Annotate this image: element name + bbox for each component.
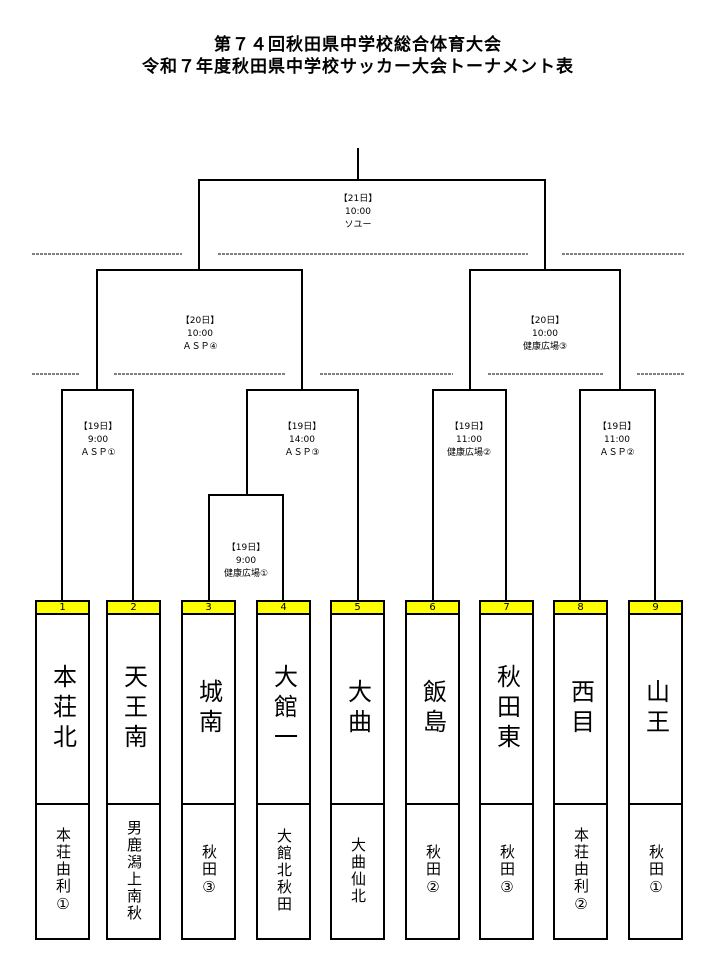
match-venue: ＡＳＰ③ xyxy=(284,448,320,458)
match-venue: 健康広場② xyxy=(446,448,492,458)
team-name: 大館一 xyxy=(269,664,298,754)
team-name: 城南 xyxy=(194,679,223,739)
team-column: 2 天王南男鹿潟上南秋 xyxy=(106,600,161,940)
match-r1-3-info: 【19日】 11:00 健康広場② xyxy=(414,421,524,460)
seed-number: 2 xyxy=(106,600,161,615)
seed-number: 1 xyxy=(35,600,90,615)
match-venue: ＡＳＰ① xyxy=(80,448,116,458)
match-time: 11:00 xyxy=(604,435,630,445)
seed-number: 6 xyxy=(405,600,460,615)
team-column: 3 城南秋田③ xyxy=(181,600,236,940)
team-name: 天王南 xyxy=(119,664,148,754)
match-r1-2-info: 【19日】 14:00 ＡＳＰ③ xyxy=(247,421,357,460)
seed-number: 7 xyxy=(479,600,534,615)
match-final-info: 【21日】 10:00 ソユー xyxy=(303,193,413,232)
match-venue: 健康広場① xyxy=(223,569,269,579)
match-semi-right-info: 【20日】 10:00 健康広場③ xyxy=(490,315,600,354)
team-district: 本荘由利① xyxy=(54,826,72,915)
match-time: 9:00 xyxy=(87,435,109,445)
team-column: 1 本荘北本荘由利① xyxy=(35,600,90,940)
team-name: 大曲 xyxy=(343,679,372,739)
match-date: 【19日】 xyxy=(597,422,637,432)
team-name: 飯島 xyxy=(418,679,447,739)
team-column: 4 大館一大館北秋田 xyxy=(256,600,311,940)
match-semi-left-info: 【20日】 10:00 ＡＳＰ④ xyxy=(145,315,255,354)
match-venue: 健康広場③ xyxy=(522,342,568,352)
seed-number: 5 xyxy=(330,600,385,615)
seed-number: 9 xyxy=(628,600,683,615)
match-date: 【19日】 xyxy=(226,543,266,553)
match-r1-1-info: 【19日】 9:00 ＡＳＰ① xyxy=(43,421,153,460)
team-district: 秋田③ xyxy=(200,843,218,898)
team-column: 9 山王秋田① xyxy=(628,600,683,940)
match-date: 【19日】 xyxy=(282,422,322,432)
match-time: 14:00 xyxy=(289,435,315,445)
match-venue: ＡＳＰ② xyxy=(599,448,635,458)
seed-number: 8 xyxy=(553,600,608,615)
tournament-subtitle: 令和７年度秋田県中学校サッカー大会トーナメント表 xyxy=(142,57,574,77)
match-time: 9:00 xyxy=(235,556,257,566)
match-date: 【21日】 xyxy=(338,194,378,204)
team-district: 男鹿潟上南秋 xyxy=(125,819,143,922)
seed-number: 3 xyxy=(181,600,236,615)
team-column: 5 大曲大曲仙北 xyxy=(330,600,385,940)
team-district: 大曲仙北 xyxy=(349,836,367,905)
team-name: 西目 xyxy=(566,679,595,739)
match-play-in-info: 【19日】 9:00 健康広場① xyxy=(191,542,301,581)
team-district: 大館北秋田 xyxy=(275,828,293,913)
team-district: 秋田① xyxy=(647,843,665,898)
match-date: 【19日】 xyxy=(78,422,118,432)
team-district: 秋田② xyxy=(424,843,442,898)
team-column: 6 飯島秋田② xyxy=(405,600,460,940)
match-time: 10:00 xyxy=(187,329,213,339)
team-district: 本荘由利② xyxy=(572,826,590,915)
match-r1-4-info: 【19日】 11:00 ＡＳＰ② xyxy=(562,421,672,460)
team-column: 7 秋田東秋田③ xyxy=(479,600,534,940)
tournament-title: 第７４回秋田県中学校総合体育大会 xyxy=(214,35,502,55)
match-venue: ＡＳＰ④ xyxy=(182,342,218,352)
match-date: 【19日】 xyxy=(449,422,489,432)
match-time: 10:00 xyxy=(345,207,371,217)
match-time: 10:00 xyxy=(532,329,558,339)
team-district: 秋田③ xyxy=(498,843,516,898)
match-venue: ソユー xyxy=(344,220,372,230)
team-name: 秋田東 xyxy=(492,664,521,754)
seed-number: 4 xyxy=(256,600,311,615)
match-date: 【20日】 xyxy=(180,316,220,326)
match-date: 【20日】 xyxy=(525,316,565,326)
team-column: 8 西目本荘由利② xyxy=(553,600,608,940)
match-time: 11:00 xyxy=(456,435,482,445)
team-name: 山王 xyxy=(641,679,670,739)
team-name: 本荘北 xyxy=(48,664,77,754)
